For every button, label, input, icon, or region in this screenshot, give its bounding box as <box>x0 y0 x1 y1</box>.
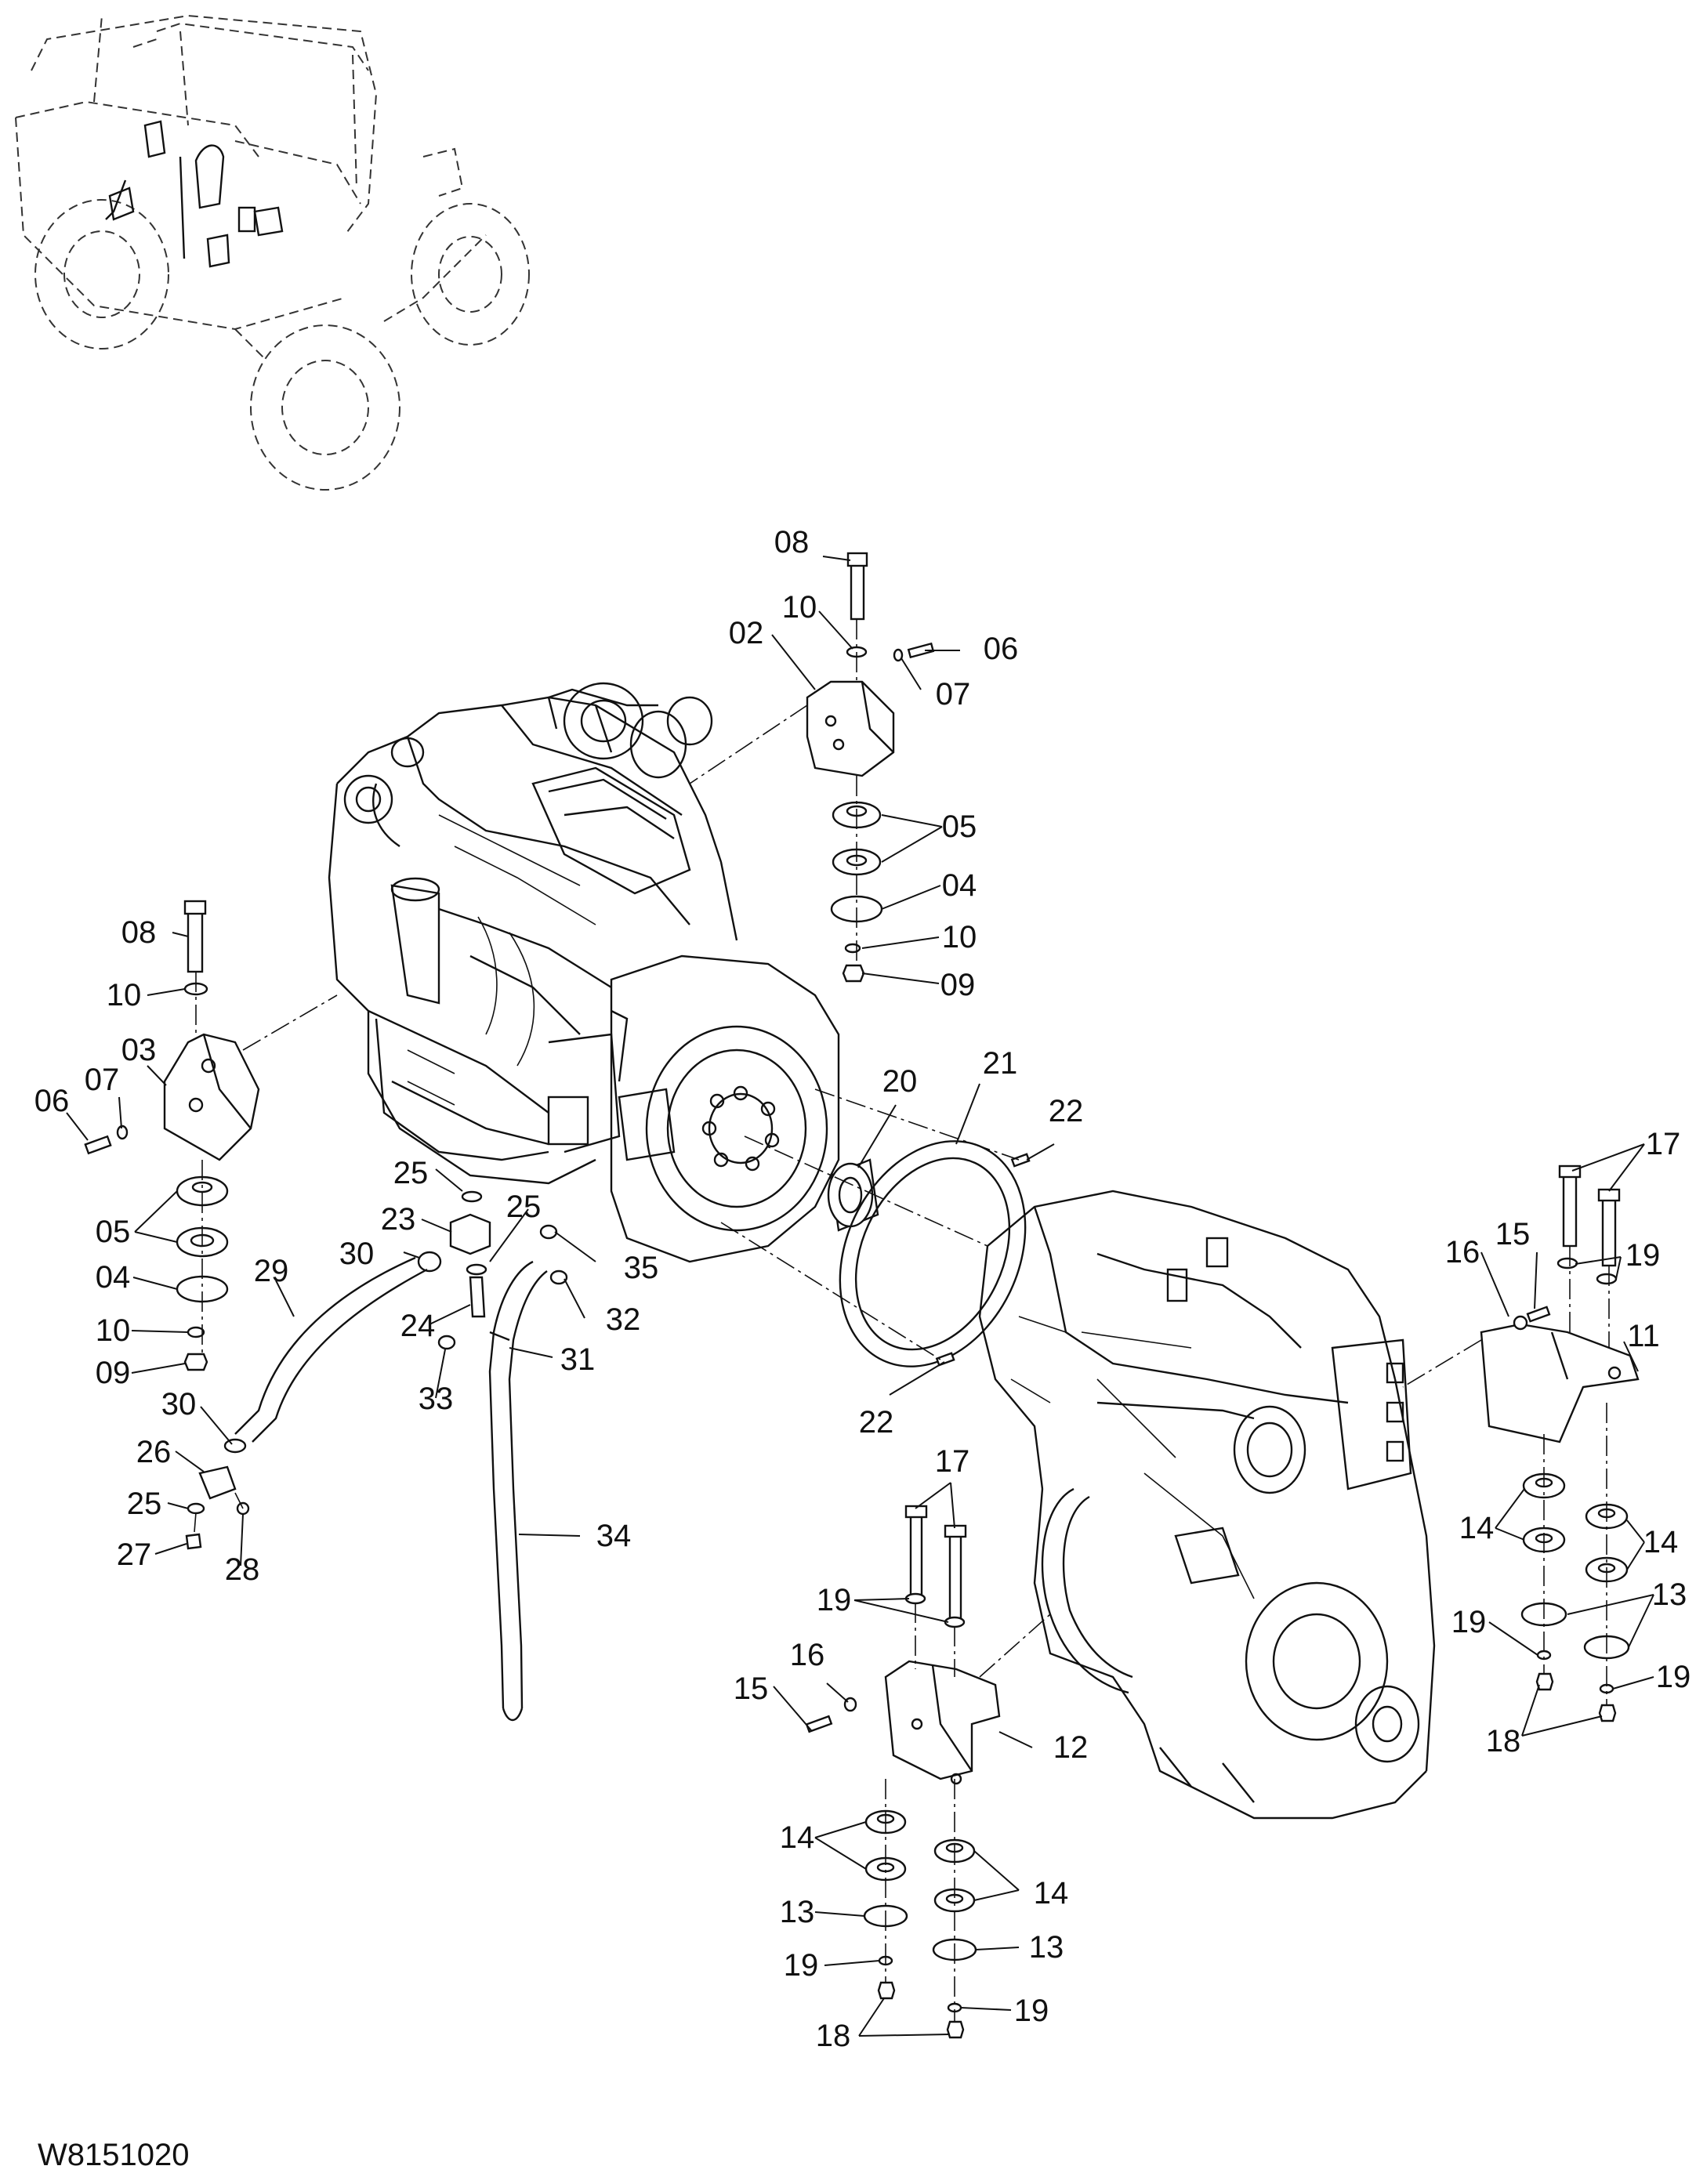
callout-31: 31 <box>560 1342 596 1377</box>
transmission-assembly <box>978 1190 1436 1820</box>
ring-21 <box>839 1140 1027 1367</box>
callout-21: 21 <box>982 1046 1018 1081</box>
callout-26: 26 <box>136 1435 172 1469</box>
callout-06: 06 <box>983 632 1019 666</box>
callout-19: 19 <box>1625 1238 1661 1273</box>
figure-code: W8151020 <box>38 2138 190 2172</box>
callout-11: 11 <box>1627 1319 1660 1353</box>
transmission-mount-right <box>1402 1164 1640 1722</box>
callout-18: 18 <box>1485 1724 1521 1758</box>
callout-08: 08 <box>121 915 157 950</box>
callout-07: 07 <box>84 1063 120 1097</box>
callout-19: 19 <box>1655 1660 1691 1694</box>
callout-10: 10 <box>95 1313 131 1348</box>
bracket-11 <box>1480 1323 1640 1443</box>
callout-14: 14 <box>1459 1511 1495 1545</box>
bolt-06-left <box>84 1135 112 1155</box>
nut-09-left <box>183 1353 208 1371</box>
callout-19: 19 <box>816 1583 852 1617</box>
callout-22: 22 <box>858 1405 894 1440</box>
callout-27: 27 <box>116 1537 152 1572</box>
callout-10: 10 <box>106 978 142 1012</box>
callout-16: 16 <box>789 1638 825 1672</box>
callout-09: 09 <box>940 968 976 1002</box>
callout-03: 03 <box>121 1033 157 1067</box>
callout-08: 08 <box>774 525 810 560</box>
callout-05: 05 <box>941 809 977 844</box>
callout-28: 28 <box>224 1552 260 1587</box>
callout-19: 19 <box>783 1948 819 1983</box>
callout-10: 10 <box>941 920 977 954</box>
callout-25: 25 <box>506 1190 542 1224</box>
callout-29: 29 <box>253 1254 289 1288</box>
engine-assembly <box>328 682 840 1263</box>
callout-33: 33 <box>418 1382 454 1416</box>
callout-20: 20 <box>882 1064 918 1099</box>
bracket-03 <box>163 1033 260 1161</box>
callout-34: 34 <box>596 1519 632 1553</box>
callout-10: 10 <box>781 590 817 625</box>
callout-18: 18 <box>815 2019 851 2053</box>
engine-mount-right <box>689 552 935 983</box>
callout-32: 32 <box>605 1302 641 1337</box>
callout-12: 12 <box>1053 1730 1089 1765</box>
leader-lines <box>66 556 1654 2037</box>
callout-06: 06 <box>34 1084 70 1118</box>
callout-13: 13 <box>1651 1577 1687 1612</box>
fitting-26 <box>198 1465 237 1500</box>
callout-09: 09 <box>95 1356 131 1390</box>
callout-17: 17 <box>934 1444 970 1479</box>
transmission-mount-left <box>805 1505 1051 2039</box>
callout-05: 05 <box>95 1215 131 1249</box>
callout-14: 14 <box>779 1820 815 1855</box>
callout-24: 24 <box>400 1309 436 1343</box>
callout-30: 30 <box>339 1237 375 1271</box>
bolt-08-left <box>187 907 204 973</box>
engine-mount-left <box>84 900 338 1371</box>
callout-25: 25 <box>126 1487 162 1521</box>
callout-35: 35 <box>623 1251 659 1285</box>
callout-22: 22 <box>1048 1094 1084 1128</box>
fitting-24 <box>469 1276 486 1318</box>
callout-02: 02 <box>728 616 764 650</box>
bracket-12 <box>884 1660 1001 1780</box>
callout-19: 19 <box>1013 1994 1049 2028</box>
callout-04: 04 <box>941 868 977 903</box>
callout-17: 17 <box>1645 1127 1681 1161</box>
callout-19: 19 <box>1451 1605 1487 1639</box>
bolt-08-right <box>850 563 865 621</box>
coupling-parts <box>720 1088 1031 1367</box>
callout-30: 30 <box>161 1387 197 1422</box>
callout-25: 25 <box>393 1156 429 1190</box>
bracket-02 <box>806 680 895 777</box>
fitting-23 <box>449 1213 491 1255</box>
callout-07: 07 <box>935 677 971 712</box>
callout-13: 13 <box>1028 1930 1064 1965</box>
callout-15: 15 <box>733 1672 769 1706</box>
callout-23: 23 <box>380 1202 416 1237</box>
callout-13: 13 <box>779 1895 815 1929</box>
callout-15: 15 <box>1495 1217 1531 1251</box>
callout-14: 14 <box>1033 1876 1069 1911</box>
callout-04: 04 <box>95 1260 131 1295</box>
machine-locator-view <box>15 14 530 491</box>
callout-14: 14 <box>1643 1525 1679 1559</box>
callout-16: 16 <box>1444 1235 1480 1269</box>
hose-fittings <box>185 1190 568 1722</box>
